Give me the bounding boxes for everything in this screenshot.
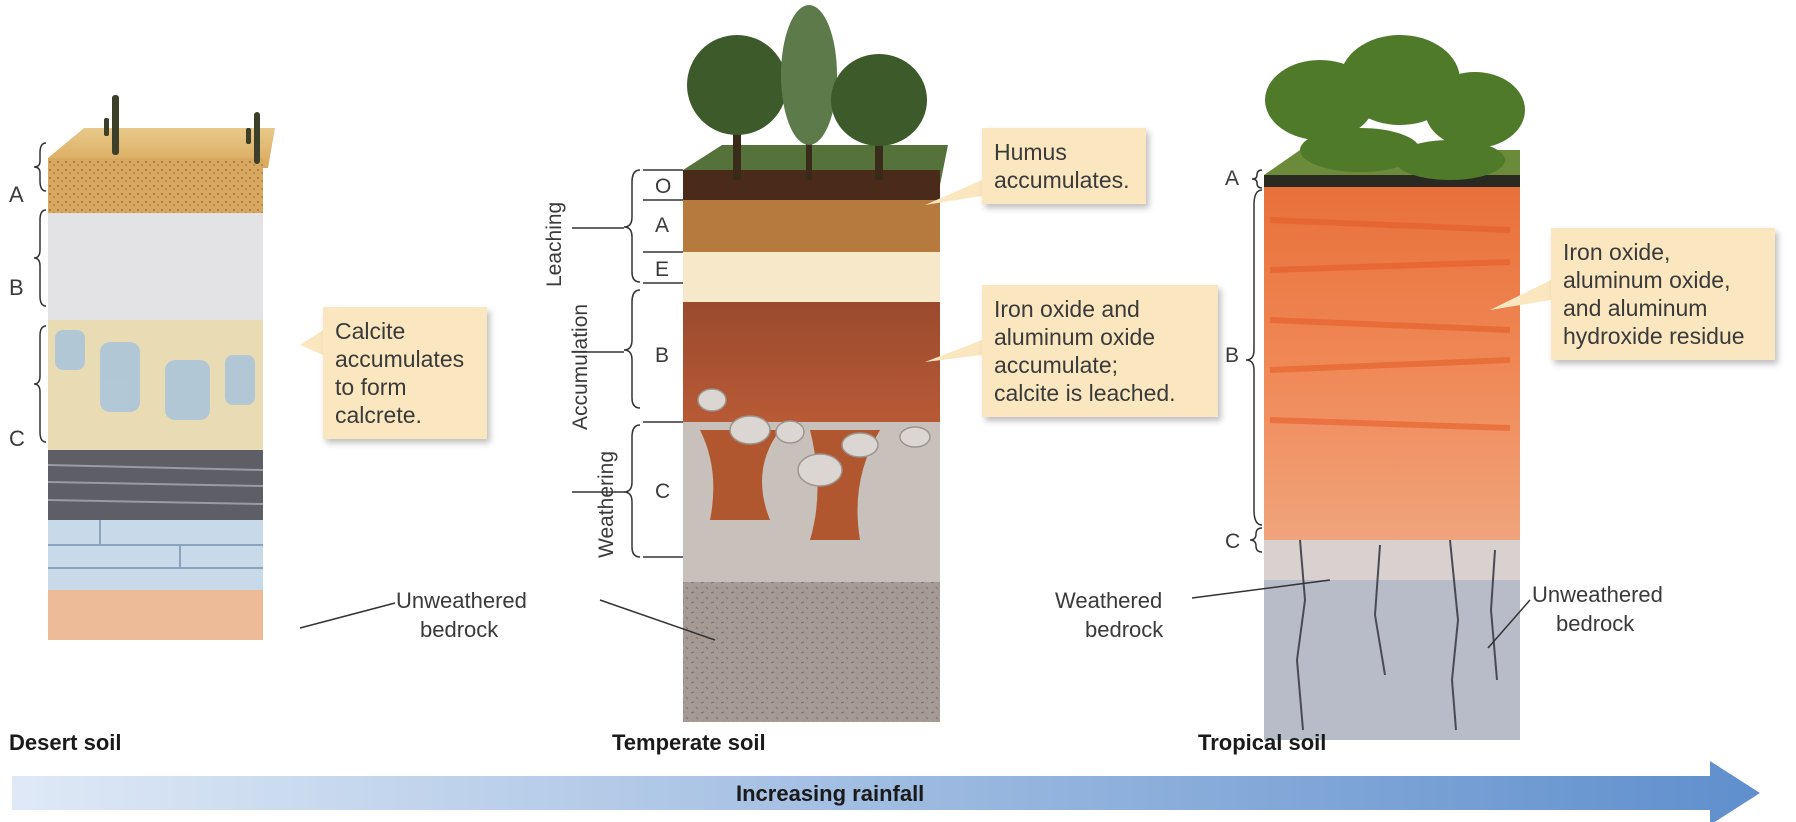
process-accumulation-label: Accumulation [569,304,592,430]
desert-horizon-c: C [9,426,25,451]
tropical-horizon-a: A [1225,167,1239,190]
desert-calcite-callout: Calcite accumulates to form calcrete. [323,307,487,439]
desert-bedrock-line1: Unweathered [396,588,527,613]
temperate-horizon-brackets [572,169,683,558]
leader-lines [299,579,1531,649]
temperate-horizon-e: E [655,258,669,281]
desert-soil-block [47,95,275,640]
tropical-bedrock-label: Unweathered bedrock [1532,582,1669,636]
desert-horizon-b: B [9,275,24,300]
tropical-residue-callout: Iron oxide, aluminum oxide, and aluminum… [1551,228,1775,360]
desert-soil-title: Desert soil [9,730,122,755]
temperate-soil-block [683,5,948,722]
desert-bedrock-line2: bedrock [420,617,499,642]
tropical-horizon-c: C [1225,530,1240,553]
desert-bedrock-label: Unweathered bedrock [396,588,533,642]
rainfall-arrow-label: Increasing rainfall [736,781,924,806]
temperate-iron-callout: Iron oxide and aluminum oxide accumulate… [982,285,1218,417]
temperate-horizon-b: B [655,344,669,367]
temperate-horizon-c: C [655,480,670,503]
tropical-weathered-label: Weathered bedrock [1055,588,1168,642]
callout-pointers [300,180,1551,362]
temperate-soil-title: Temperate soil [612,730,766,755]
process-weathering-label: Weathering [595,451,618,558]
temperate-humus-callout: Humus accumulates. [982,128,1146,204]
tropical-horizon-b: B [1225,344,1239,367]
temperate-horizon-a: A [655,214,669,237]
tropical-horizon-braces [1245,169,1263,553]
desert-horizon-braces [33,142,47,443]
tropical-bedrock-line1: Unweathered [1532,582,1663,607]
tropical-soil-title: Tropical soil [1198,730,1326,755]
temperate-horizon-o: O [655,175,671,198]
rainfall-arrow [12,761,1760,822]
tropical-weathered-line2: bedrock [1085,617,1164,642]
process-leaching-label: Leaching [543,202,566,287]
desert-horizon-a: A [9,182,24,207]
tropical-soil-block [1264,35,1525,740]
tropical-bedrock-line2: bedrock [1556,611,1635,636]
tropical-weathered-line1: Weathered [1055,588,1162,613]
